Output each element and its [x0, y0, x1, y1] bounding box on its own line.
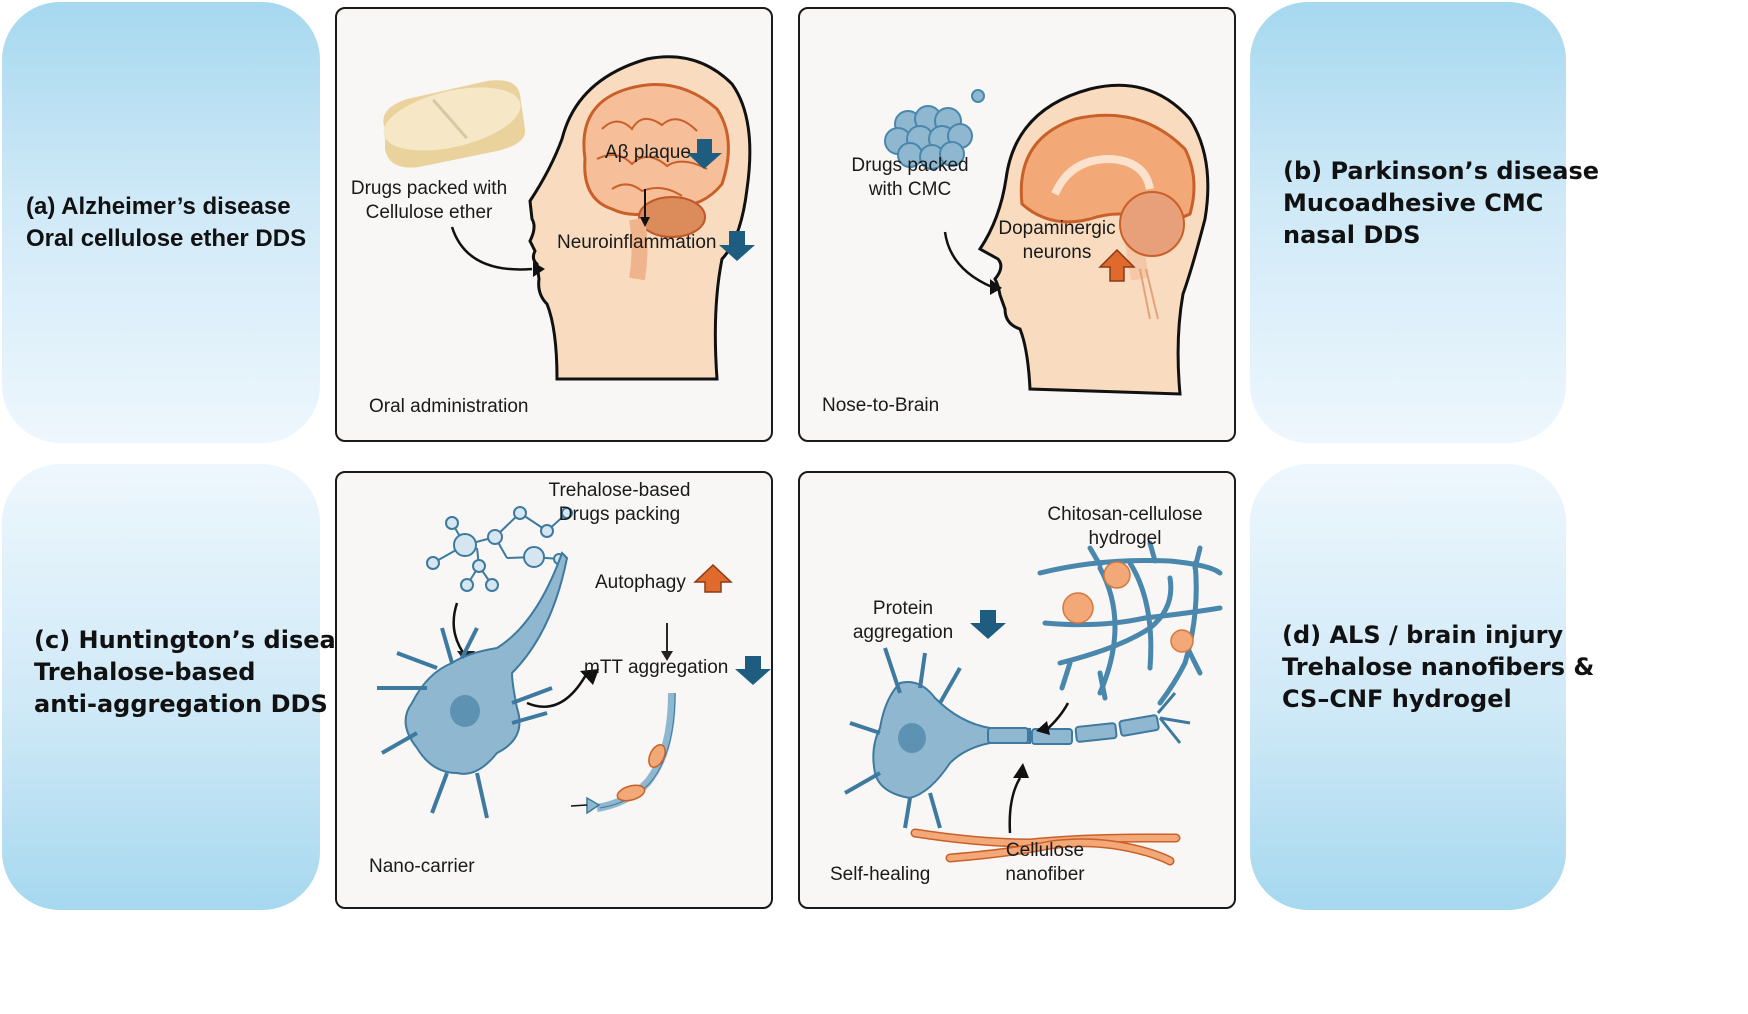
side-card-c: (c) Huntington’s disease Trehalose-based…	[2, 464, 366, 910]
panel-c-title: (c) Huntington’s disease Trehalose-based…	[34, 626, 367, 718]
curved-arrow-icon	[450, 226, 533, 271]
down-arrow-icon	[687, 139, 722, 169]
panel-d-illustration	[844, 540, 1223, 866]
arrowhead-icon	[640, 217, 650, 227]
cellulose-nanofiber-icon	[910, 828, 1181, 866]
hydrogel-label: Chitosan-cellulose hydrogel	[1047, 504, 1203, 549]
neuron-icon	[377, 551, 569, 819]
arrowhead-icon	[990, 279, 1002, 295]
effect-autophagy: Autophagy	[595, 572, 686, 593]
arrowhead-icon	[533, 262, 545, 277]
pill-icon	[383, 80, 526, 168]
effect-neuroinflammation: Neuroinflammation	[557, 232, 717, 253]
axon-segment-icon	[570, 692, 676, 815]
route-label: Nano-carrier	[369, 856, 475, 877]
panel-a-alzheimers: Drugs packed with Cellulose ether Aβ pla…	[335, 7, 773, 442]
protein-aggregate-icon	[1062, 561, 1194, 653]
side-card-a: (a) Alzheimer’s disease Oral cellulose e…	[2, 2, 320, 443]
trehalose-molecule-icon	[426, 506, 573, 592]
drug-label: Drugs packed with Cellulose ether	[350, 178, 508, 223]
brain-icon	[582, 83, 730, 281]
panel-d-title: (d) ALS / brain injury Trehalose nanofib…	[1282, 621, 1595, 713]
route-label: Self-healing	[830, 864, 931, 885]
effect-ab-plaque: Aβ plaque	[605, 142, 691, 163]
panel-c-illustration	[377, 506, 771, 819]
side-card-b: (b) Parkinson’s disease Mucoadhesive CMC…	[1250, 2, 1599, 443]
arrowhead-icon	[661, 651, 673, 661]
neuron-icon	[844, 647, 1191, 829]
fiber-label: Cellulose nanofiber	[1005, 840, 1085, 885]
effect-dopaminergic-neurons: Dopaminergic neurons	[998, 218, 1116, 263]
route-label: Nose-to-Brain	[822, 395, 940, 416]
arrowhead-icon	[580, 669, 599, 685]
down-arrow-icon	[970, 610, 1006, 639]
panel-b-title: (b) Parkinson’s disease Mucoadhesive CMC…	[1283, 156, 1600, 249]
panel-c-huntingtons: Trehalose-based Drugs packing Autophagy …	[335, 471, 773, 909]
arrowhead-icon	[1013, 763, 1029, 778]
drug-label: Drugs packed with CMC	[851, 155, 969, 200]
effect-protein-aggregation: Protein aggregation	[852, 598, 954, 643]
panel-b-parkinsons: Drugs packed with CMC Dopaminergic neuro…	[798, 7, 1236, 442]
curved-arrow-icon	[1044, 702, 1070, 732]
route-label: Oral administration	[369, 396, 529, 417]
hydrogel-network-icon	[1037, 540, 1223, 706]
drug-label: Trehalose-based Drugs packing	[548, 480, 691, 525]
panel-b-illustration	[884, 83, 1210, 396]
up-arrow-icon	[693, 563, 733, 593]
curved-arrow-icon	[943, 231, 993, 289]
brain-sagittal-icon	[1019, 113, 1196, 320]
up-arrow-icon	[1098, 248, 1136, 282]
curved-arrow-icon	[1008, 777, 1022, 834]
curved-arrow-icon	[526, 672, 589, 708]
panel-d-als: Chitosan-cellulose hydrogel Protein aggr…	[798, 471, 1236, 909]
arrowhead-icon	[1036, 721, 1050, 735]
effect-mtt-aggregation: mTT aggregation	[584, 657, 729, 678]
panel-a-illustration	[383, 55, 755, 381]
down-arrow-icon	[735, 656, 771, 685]
down-arrow-icon	[719, 231, 755, 261]
nanoparticle-cluster-icon	[884, 89, 985, 170]
panel-a-title: (a) Alzheimer’s disease Oral cellulose e…	[26, 192, 307, 252]
side-card-d: (d) ALS / brain injury Trehalose nanofib…	[1250, 464, 1594, 910]
